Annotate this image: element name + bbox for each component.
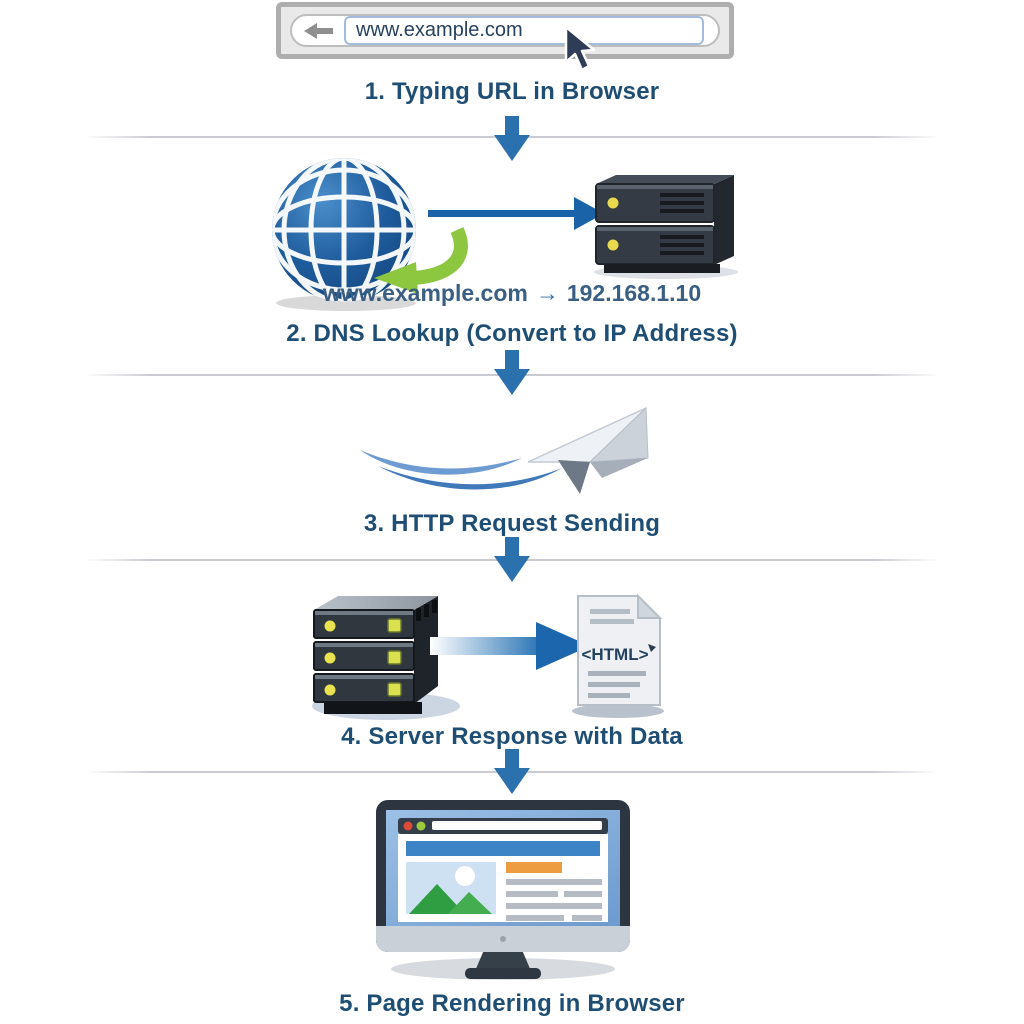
response-arrow-icon <box>430 622 590 670</box>
dns-mapping-text: www.example.com → 192.168.1.10 <box>0 280 1024 307</box>
down-arrow-icon <box>494 537 530 582</box>
web-server-icon <box>312 596 460 720</box>
step2-label: 2. DNS Lookup (Convert to IP Address) <box>286 320 738 347</box>
page-heading-block <box>506 862 562 873</box>
dns-server-icon <box>594 175 738 279</box>
step1-label: 1. Typing URL in Browser <box>364 78 660 105</box>
cursor-icon <box>564 25 596 72</box>
browser-address-bar <box>276 2 734 59</box>
step4-label: 4. Server Response with Data <box>341 723 683 750</box>
down-arrow-icon <box>494 350 530 395</box>
green-refresh-arrow-icon <box>374 227 468 294</box>
back-arrow-icon <box>304 22 333 39</box>
html-document-icon: <HTML> <box>572 593 664 718</box>
address-pill <box>290 14 720 47</box>
step5-label: 5. Page Rendering in Browser <box>339 990 685 1017</box>
page-header-bar <box>406 841 600 856</box>
step3-label: 3. HTTP Request Sending <box>363 510 661 537</box>
browser-dot-green <box>416 821 426 831</box>
monitor-icon <box>376 800 630 980</box>
dns-query-arrow-icon <box>428 197 604 230</box>
paper-plane-icon <box>360 406 649 494</box>
globe-icon <box>272 158 468 311</box>
page-text-lines <box>506 879 602 921</box>
down-arrow-icon <box>494 116 530 161</box>
back-button[interactable] <box>304 21 334 41</box>
url-input[interactable] <box>344 16 704 45</box>
mapping-domain: www.example.com <box>322 280 528 306</box>
mini-address-bar <box>432 821 602 830</box>
document-cursor-icon <box>648 644 656 652</box>
down-arrow-icon <box>494 749 530 794</box>
mapping-ip: 192.168.1.10 <box>566 280 702 306</box>
mapping-arrow: → <box>535 280 559 306</box>
browser-dot-red <box>403 821 413 831</box>
document-html-text: <HTML> <box>581 645 648 664</box>
